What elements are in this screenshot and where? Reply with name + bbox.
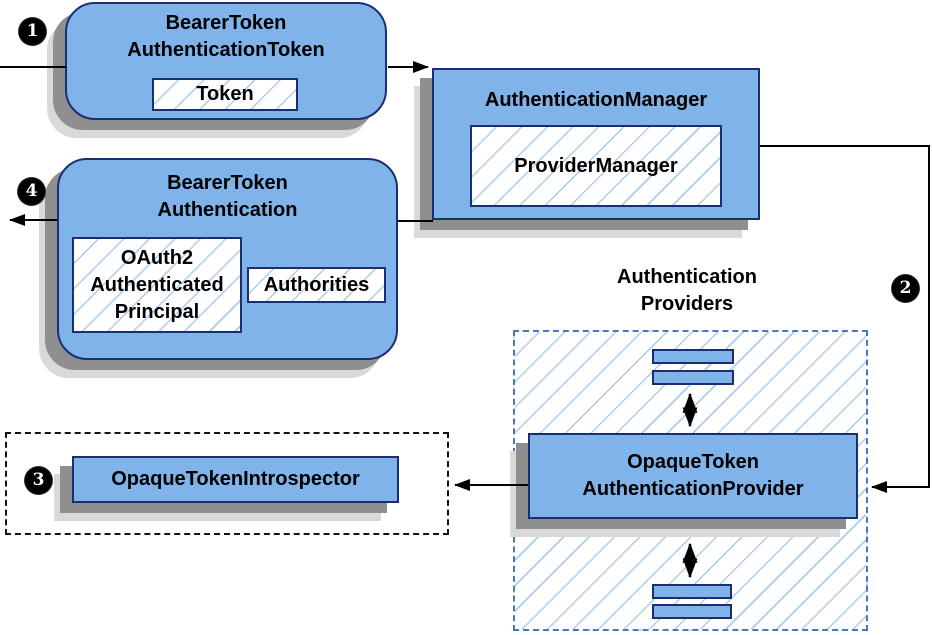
authentication-providers-label-line1: Authentication (617, 266, 757, 288)
provider-placeholder-bar (652, 370, 734, 385)
authentication-providers-label-line2: Providers (640, 293, 734, 315)
authorities-box: Authorities (247, 267, 386, 303)
authentication-providers-label: Authentication Providers (577, 264, 797, 318)
opaque-token-authentication-provider-title-line1: OpaqueToken (627, 451, 759, 473)
provider-placeholder-bar (652, 604, 732, 619)
node-bearer-token-authentication: BearerToken Authentication OAuth2 Authen… (57, 158, 398, 360)
step-2-badge: 2 (892, 275, 919, 302)
oauth2-authenticated-principal-line2: Authenticated (90, 274, 224, 296)
node-authentication-manager: AuthenticationManager ProviderManager (432, 68, 760, 220)
opaque-token-authentication-provider-title-line2: AuthenticationProvider (582, 478, 804, 500)
oauth2-authenticated-principal-box: OAuth2 Authenticated Principal (72, 237, 242, 333)
step-4-badge: 4 (18, 178, 45, 205)
node-opaque-token-authentication-provider: OpaqueToken AuthenticationProvider (528, 433, 858, 519)
authentication-manager-title: AuthenticationManager (484, 89, 708, 111)
bearer-token-authentication-token-title-line1: BearerToken (165, 12, 287, 34)
step-3-badge: 3 (25, 467, 52, 494)
introspector-group (5, 432, 449, 535)
bearer-token-authentication-title-line1: BearerToken (167, 172, 288, 194)
provider-placeholder-bar (652, 584, 732, 599)
step-1-badge: 1 (19, 18, 46, 45)
provider-manager-box: ProviderManager (470, 125, 722, 207)
bearer-token-authentication-token-title-line2: AuthenticationToken (127, 39, 325, 61)
oauth2-authenticated-principal-line1: OAuth2 (120, 247, 194, 269)
provider-placeholder-bar (652, 349, 734, 364)
bearer-token-authentication-title-line2: Authentication (157, 199, 298, 221)
token-box: Token (152, 78, 298, 111)
oauth2-authenticated-principal-line3: Principal (114, 301, 200, 323)
node-opaque-token-introspector: OpaqueTokenIntrospector (72, 456, 399, 503)
node-bearer-token-authentication-token: BearerToken AuthenticationToken Token (65, 2, 387, 120)
